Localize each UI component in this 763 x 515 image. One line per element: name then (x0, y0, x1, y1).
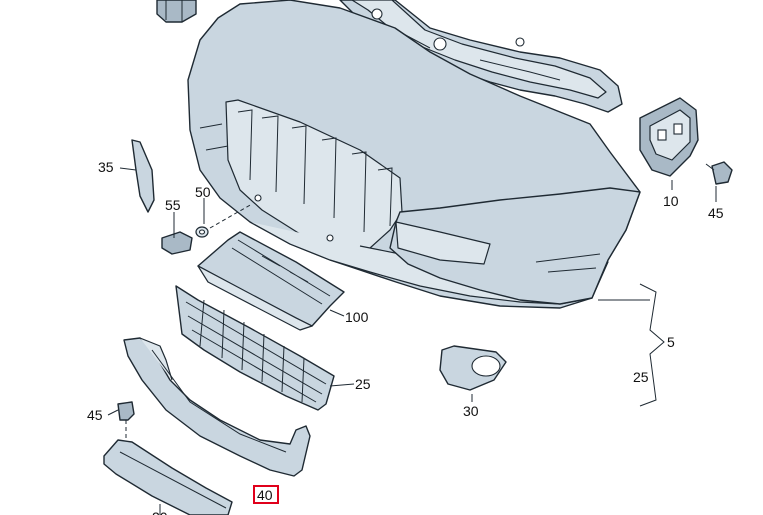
callout-50[interactable]: 50 (195, 184, 211, 200)
clip-left[interactable] (117, 401, 135, 444)
side-bracket[interactable] (639, 97, 699, 177)
callout-55[interactable]: 55 (165, 197, 181, 213)
callout-100[interactable]: 100 (345, 309, 369, 325)
callout-45-right[interactable]: 45 (708, 205, 724, 221)
callout-cut-off[interactable]: 20 (152, 509, 168, 515)
callout-25-bracket[interactable]: 25 (633, 369, 649, 385)
license-plate-holder[interactable] (197, 231, 345, 331)
fog-light-bezel[interactable] (439, 345, 507, 391)
callout-30[interactable]: 30 (463, 403, 479, 419)
bolt-and-washer[interactable] (161, 203, 253, 255)
screw-right[interactable] (705, 161, 733, 185)
callout-40-highlight (253, 485, 279, 504)
bumper-cover[interactable] (187, 0, 641, 309)
callout-25-grille[interactable]: 25 (355, 376, 371, 392)
callout-35[interactable]: 35 (98, 159, 114, 175)
callout-10[interactable]: 10 (663, 193, 679, 209)
callout-5[interactable]: 5 (667, 334, 675, 350)
upper-bracket[interactable] (156, 0, 197, 23)
leader-lines (107, 167, 717, 515)
callout-40[interactable]: 40 (257, 487, 273, 503)
side-trim-left[interactable] (131, 139, 155, 213)
callout-45-left[interactable]: 45 (87, 407, 103, 423)
grille[interactable] (175, 285, 335, 411)
bumper-carrier[interactable] (339, 0, 623, 113)
lower-cover-plate[interactable] (103, 439, 233, 515)
lower-spoiler[interactable] (123, 337, 311, 477)
